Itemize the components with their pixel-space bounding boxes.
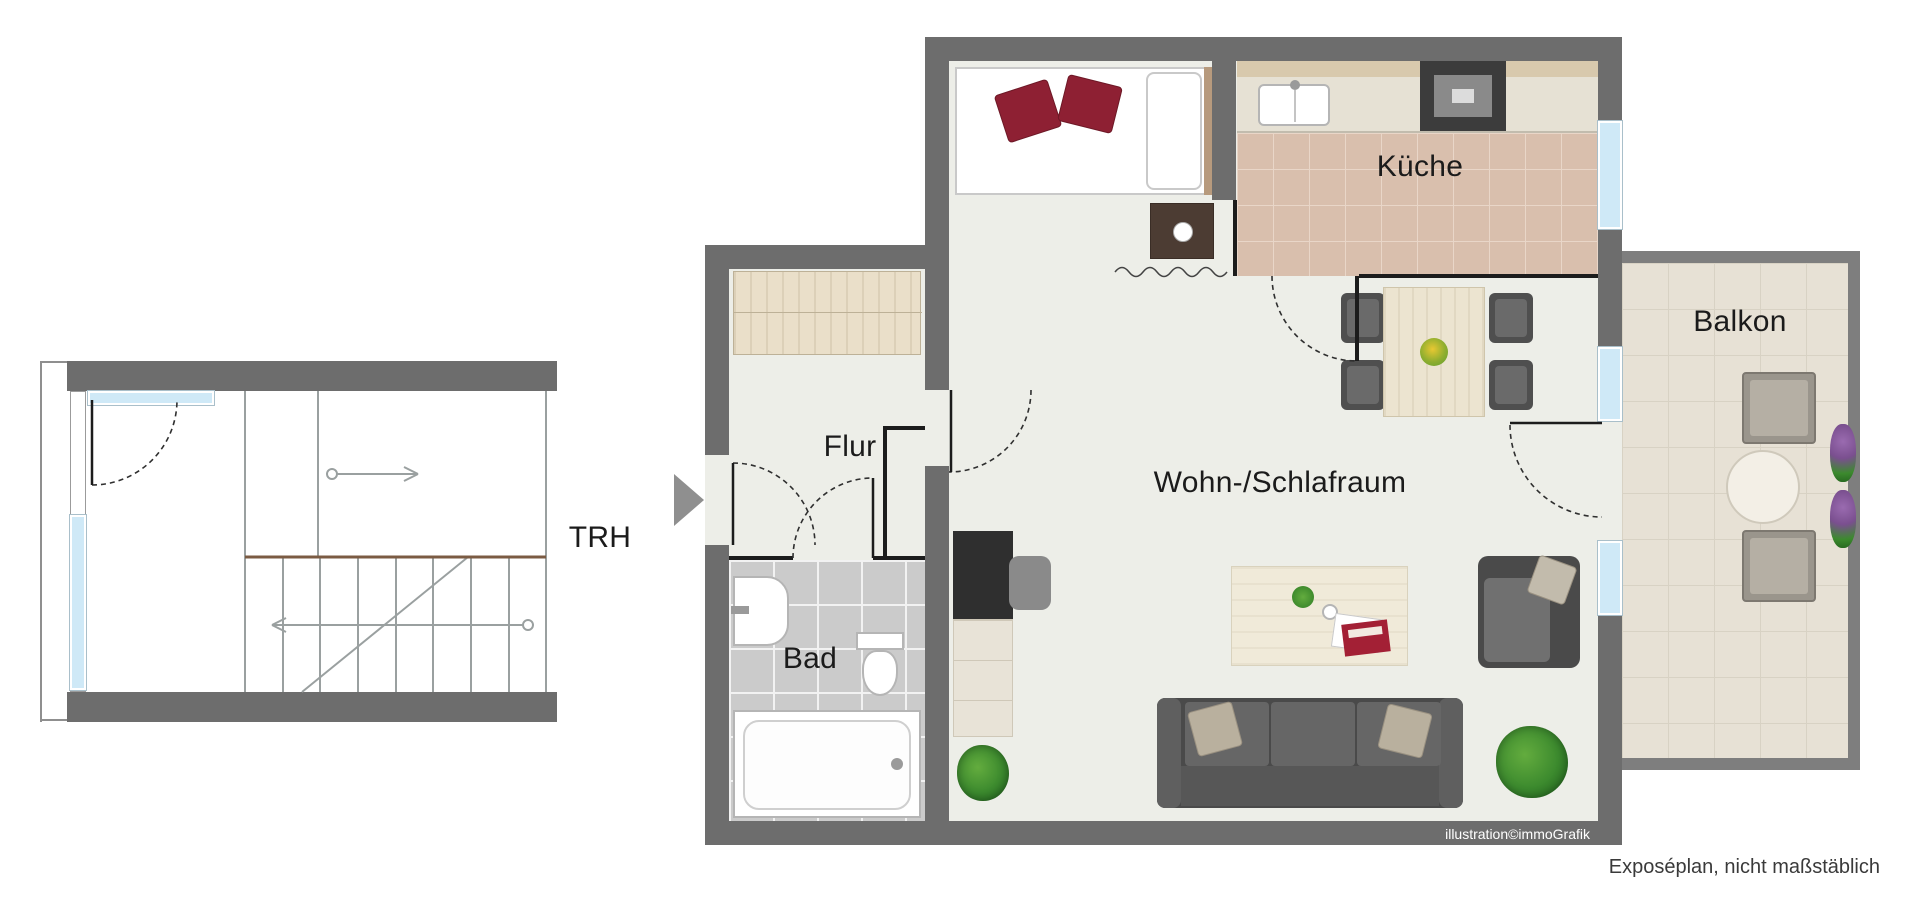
toilet-bowl <box>862 650 898 696</box>
wardrobe-divider <box>734 312 922 313</box>
entrance-arrow-icon <box>674 474 704 526</box>
apartment-right-wall-a <box>1598 37 1622 121</box>
bath-wall-left <box>729 556 793 560</box>
desk-chair <box>1009 556 1051 610</box>
kitchen-window <box>1598 121 1622 229</box>
living-window-b <box>1598 541 1622 615</box>
balcony-chair-1 <box>1742 372 1816 444</box>
bath-sink <box>731 576 789 646</box>
bed-pillow <box>1146 72 1202 190</box>
chair-seat <box>1347 366 1379 404</box>
label-balcony: Balkon <box>1693 305 1787 338</box>
wing-left-wall-a <box>705 245 729 455</box>
desk <box>953 531 1013 619</box>
faucet <box>1290 80 1300 90</box>
chair-cushion <box>1750 380 1808 436</box>
apartment-right-wall-b <box>1598 229 1622 347</box>
dining-chair-4 <box>1489 360 1533 410</box>
stairwell-outline-bottom <box>40 719 67 721</box>
hallway-niche-wall-h <box>883 426 925 430</box>
chair-seat <box>1347 299 1379 337</box>
chair-seat <box>1495 366 1527 404</box>
kitchen-door-leaf <box>1355 276 1359 361</box>
coffee-cup <box>1322 604 1338 620</box>
sofa-backrest <box>1181 766 1439 806</box>
stairwell-door-arc <box>91 399 178 486</box>
stairwell-window-left <box>70 515 86 690</box>
balcony-door-threshold <box>1598 421 1622 541</box>
dining-chair-3 <box>1489 293 1533 343</box>
label-living-room: Wohn-/Schlafraum <box>1153 466 1407 499</box>
hallway-door-threshold <box>925 390 949 466</box>
apartment-bottom-wall <box>705 821 1622 845</box>
nightstand <box>1150 203 1214 259</box>
bath-faucet <box>731 606 749 614</box>
stairwell-top-wall <box>67 361 557 391</box>
bed-headboard <box>1204 67 1212 195</box>
floor-plant <box>1496 726 1568 798</box>
sideboard <box>953 619 1013 737</box>
stove-vent <box>1452 89 1474 103</box>
apartment-left-wall-upper <box>925 37 949 269</box>
living-window-a <box>1598 347 1622 421</box>
balcony-chair-2 <box>1742 530 1816 602</box>
sofa-armrest-left <box>1157 698 1181 808</box>
label-bathroom: Bad <box>782 642 838 675</box>
hallway-living-wall-a <box>925 269 949 390</box>
kitchen-wall-bottom <box>1359 274 1598 278</box>
wing-top-wall <box>705 245 949 269</box>
kitchen-cabinet-strip <box>1237 61 1598 77</box>
balcony-wall-bottom <box>1622 758 1860 770</box>
stair-break-line <box>301 556 469 693</box>
kitchen-wall-left <box>1233 200 1237 276</box>
toilet-tank <box>856 632 904 650</box>
label-hallway: Flur <box>823 430 877 463</box>
balcony-plant-2 <box>1830 490 1856 548</box>
wing-left-wall-b <box>705 545 729 845</box>
hallway-niche-wall-v <box>883 426 887 560</box>
bath-wall-right <box>873 556 925 560</box>
entrance-threshold <box>705 455 729 545</box>
stairwell-bottom-wall <box>67 692 557 722</box>
sofa-cushion-2 <box>1271 702 1355 766</box>
label-staircase: TRH <box>568 521 632 554</box>
balcony-plant-1 <box>1830 424 1856 482</box>
bed-kitchen-wall <box>1212 37 1236 200</box>
lamp <box>1173 222 1193 242</box>
label-kitchen: Küche <box>1376 150 1464 183</box>
wardrobe <box>733 271 922 355</box>
stairs <box>244 391 547 693</box>
chair-cushion <box>1750 538 1808 594</box>
balcony-floor <box>1622 263 1848 758</box>
coffee-table-plant <box>1292 586 1314 608</box>
chair-seat <box>1495 299 1527 337</box>
apartment-top-wall <box>925 37 1622 61</box>
bathtub-inner <box>743 720 911 810</box>
balcony-wall-top <box>1622 251 1860 263</box>
desk-plant <box>957 745 1009 801</box>
stairwell-outline-left <box>40 361 42 722</box>
dining-chair-2 <box>1341 360 1385 410</box>
stove <box>1420 61 1506 131</box>
kitchen-sink <box>1258 80 1330 126</box>
fruit-bowl <box>1420 338 1448 366</box>
sofa-armrest-right <box>1439 698 1463 808</box>
magazine-red <box>1341 619 1391 657</box>
balcony-table <box>1726 450 1800 524</box>
stair-direction <box>271 466 534 633</box>
stairwell-window-top <box>88 391 214 405</box>
dining-chair-1 <box>1341 293 1385 343</box>
magazine-stripe <box>1347 626 1383 639</box>
apartment-right-wall-c <box>1598 615 1622 845</box>
scale-disclaimer: Exposéplan, nicht maßstäblich <box>1608 856 1880 878</box>
hallway-living-wall-b <box>925 466 949 821</box>
sink-divider <box>1294 90 1296 122</box>
tub-faucet <box>891 758 903 770</box>
bathtub <box>733 710 921 818</box>
illustration-credit: illustration©immoGrafik <box>1445 826 1590 842</box>
stairwell-outline-top <box>40 361 67 363</box>
